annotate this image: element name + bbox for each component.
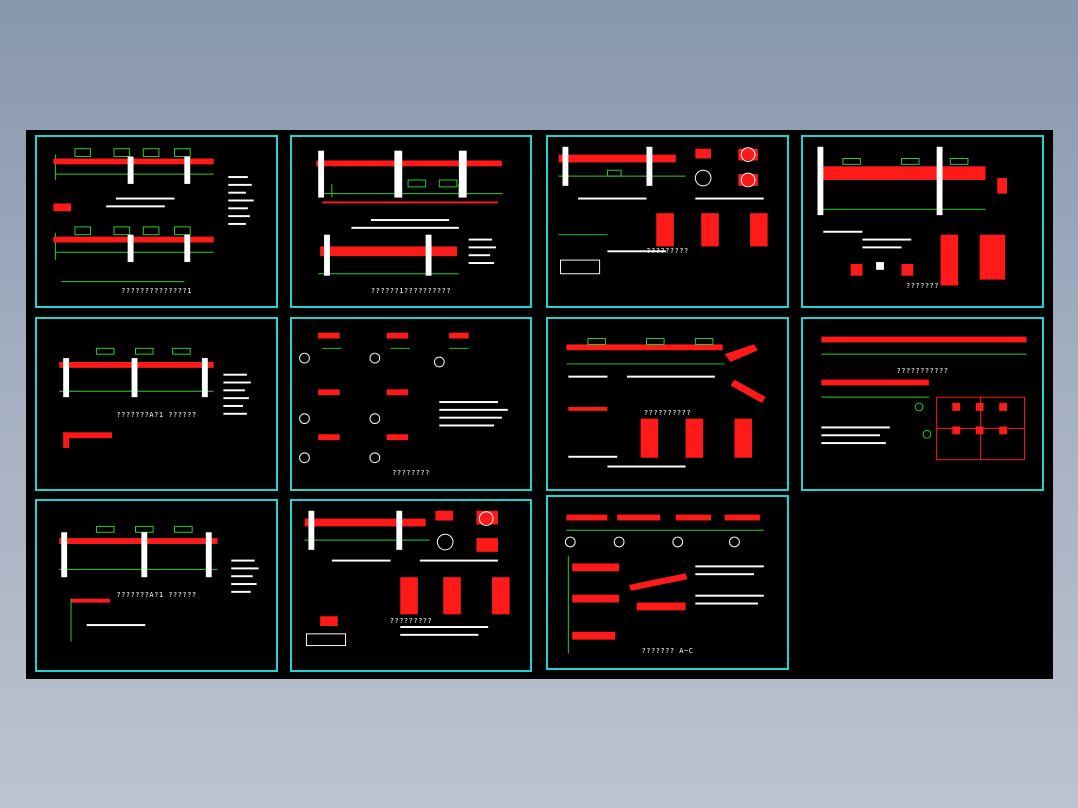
drawing-sheet-6[interactable]: ???????? [290, 317, 532, 491]
beam-elevation-drawing [59, 347, 251, 448]
drawing-sheet-11[interactable]: ??????? A~C [546, 495, 789, 670]
drawing-sheet-7[interactable]: ?????????? [546, 317, 789, 491]
beam-elevation-drawing [59, 525, 259, 642]
sheet-caption: ????????? [389, 617, 433, 625]
sheet-caption: ????????? [646, 247, 689, 255]
drawing-sheet-8[interactable]: ??????????? [801, 317, 1044, 491]
drawing-sheet-2[interactable]: ??????1?????????? [290, 135, 532, 308]
sheet-caption: ??????????????1 [121, 287, 192, 295]
column-detail-drawing [558, 146, 768, 275]
drawing-sheet-3[interactable]: ????????? [546, 135, 789, 308]
sheet-caption: ???????? [392, 469, 430, 477]
drawing-sheet-4[interactable]: ??????? [801, 135, 1044, 308]
beam-reinforcement-drawing [566, 338, 766, 468]
beam-column-joint-drawing [817, 146, 1007, 286]
slab-plan-drawing [821, 336, 1027, 461]
beam-section-drawing [316, 150, 503, 276]
sheet-caption: ???????A?1 ?????? [116, 591, 197, 599]
drawing-sheet-10[interactable]: ????????? [290, 499, 532, 672]
column-detail-drawing [304, 510, 510, 647]
sheet-caption: ??????????? [896, 367, 949, 375]
sheet-caption: ??????1?????????? [370, 287, 452, 295]
sheet-caption: ?????????? [643, 409, 692, 417]
drawing-sheet-9[interactable]: ???????A?1 ?????? [35, 499, 278, 672]
drawing-sheet-5[interactable]: ???????A?1 ?????? [35, 317, 278, 491]
sheet-caption: ???????A?1 ?????? [116, 411, 197, 419]
joint-details-drawing [299, 332, 508, 464]
sheet-caption: ??????? [905, 282, 939, 290]
beam-elevation-drawing [53, 148, 254, 283]
sheet-caption: ??????? A~C [641, 647, 694, 655]
joint-details-drawing [564, 514, 764, 654]
drawing-canvas[interactable]: ??????????????1 ??????1?????????? [26, 130, 1053, 679]
drawing-sheet-1[interactable]: ??????????????1 [35, 135, 278, 308]
